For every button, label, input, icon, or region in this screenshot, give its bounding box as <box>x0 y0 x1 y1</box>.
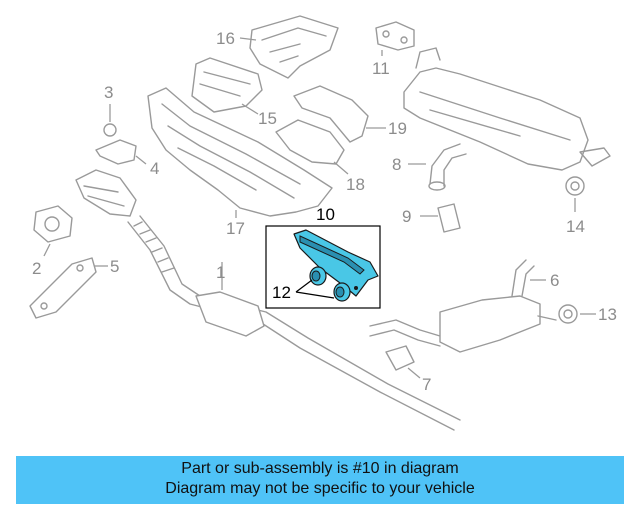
part-15-heat-shield: 15 <box>191 57 277 128</box>
callout-16: 16 <box>216 29 235 48</box>
callout-5: 5 <box>110 257 119 276</box>
callout-18: 18 <box>346 175 365 194</box>
rubber-mount-lower <box>333 282 351 302</box>
part-18-heat-shield: 18 <box>275 119 365 194</box>
rubber-mount-upper <box>309 266 327 286</box>
callout-1: 1 <box>216 263 225 282</box>
rear-muffler <box>403 47 611 171</box>
info-banner: Part or sub-assembly is #10 in diagram D… <box>16 456 624 504</box>
exhaust-parts-diagram: 16 15 17 19 18 11 <box>29 15 617 431</box>
part-3-nut: 3 <box>103 83 117 137</box>
part-4-bracket: 4 <box>95 139 159 178</box>
part-13-mount: 13 <box>558 304 617 324</box>
highlight-part-10: 10 12 <box>265 205 381 309</box>
part-7-clamp: 7 <box>385 345 431 394</box>
part-19-bracket: 19 <box>293 85 407 143</box>
part-5-bracket: 5 <box>29 257 119 319</box>
banner-line-1: Part or sub-assembly is #10 in diagram <box>181 460 459 477</box>
callout-15: 15 <box>258 109 277 128</box>
callout-7: 7 <box>422 375 431 394</box>
part-9-clamp: 9 <box>402 203 461 233</box>
callout-4: 4 <box>150 159 159 178</box>
part-14-mount: 14 <box>565 176 585 236</box>
part-8-pipe: 8 <box>392 143 467 191</box>
callout-3: 3 <box>104 83 113 102</box>
part-16-heat-shield: 16 <box>216 15 339 79</box>
callout-14: 14 <box>566 217 585 236</box>
callout-8: 8 <box>392 155 401 174</box>
callout-12: 12 <box>272 283 291 302</box>
callout-17: 17 <box>226 219 245 238</box>
banner-line-2: Diagram may not be specific to your vehi… <box>165 480 475 497</box>
part-2-gasket: 2 <box>32 205 73 278</box>
catalytic-converter <box>75 169 137 217</box>
callout-9: 9 <box>402 207 411 226</box>
callout-10: 10 <box>316 205 335 224</box>
part-1-front-pipe: 1 <box>127 215 461 431</box>
part-6-center-muffler: 6 <box>369 259 559 353</box>
callout-6: 6 <box>550 271 559 290</box>
crossmember-bracket <box>293 229 379 297</box>
part-11-bracket: 11 <box>372 21 415 78</box>
callout-2: 2 <box>32 259 41 278</box>
callout-13: 13 <box>598 305 617 324</box>
part-17-floor-heat-shield: 17 <box>147 87 333 238</box>
callout-19: 19 <box>388 119 407 138</box>
callout-11: 11 <box>372 59 390 78</box>
